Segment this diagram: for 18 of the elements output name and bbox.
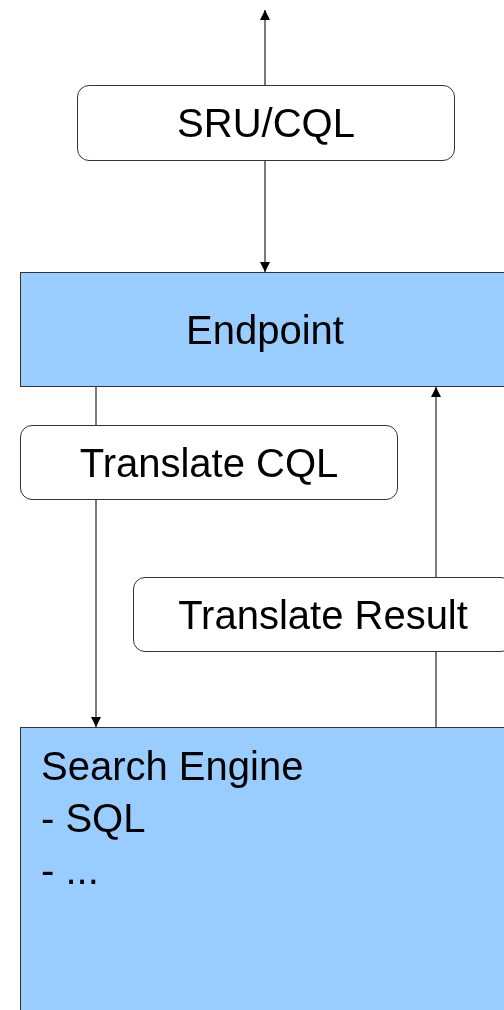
box-label: Translate Result (178, 591, 468, 639)
list-item: - ... (41, 847, 100, 894)
box-label: Translate CQL (79, 439, 339, 487)
arrow (260, 9, 270, 86)
box-label: SRU/CQL (177, 100, 355, 147)
label-box (20, 425, 398, 500)
label-box (77, 85, 455, 161)
box-heading: Search Engine (41, 743, 305, 790)
list-item: - SQL (41, 795, 147, 842)
connector-line (435, 651, 437, 728)
arrow (91, 499, 101, 728)
arrow (260, 160, 270, 273)
search-engine-box (20, 727, 504, 1010)
arrow (431, 386, 441, 578)
connector-line (95, 386, 97, 426)
endpoint-box (20, 272, 504, 387)
label-box (133, 577, 504, 652)
box-label: Endpoint (186, 306, 344, 354)
